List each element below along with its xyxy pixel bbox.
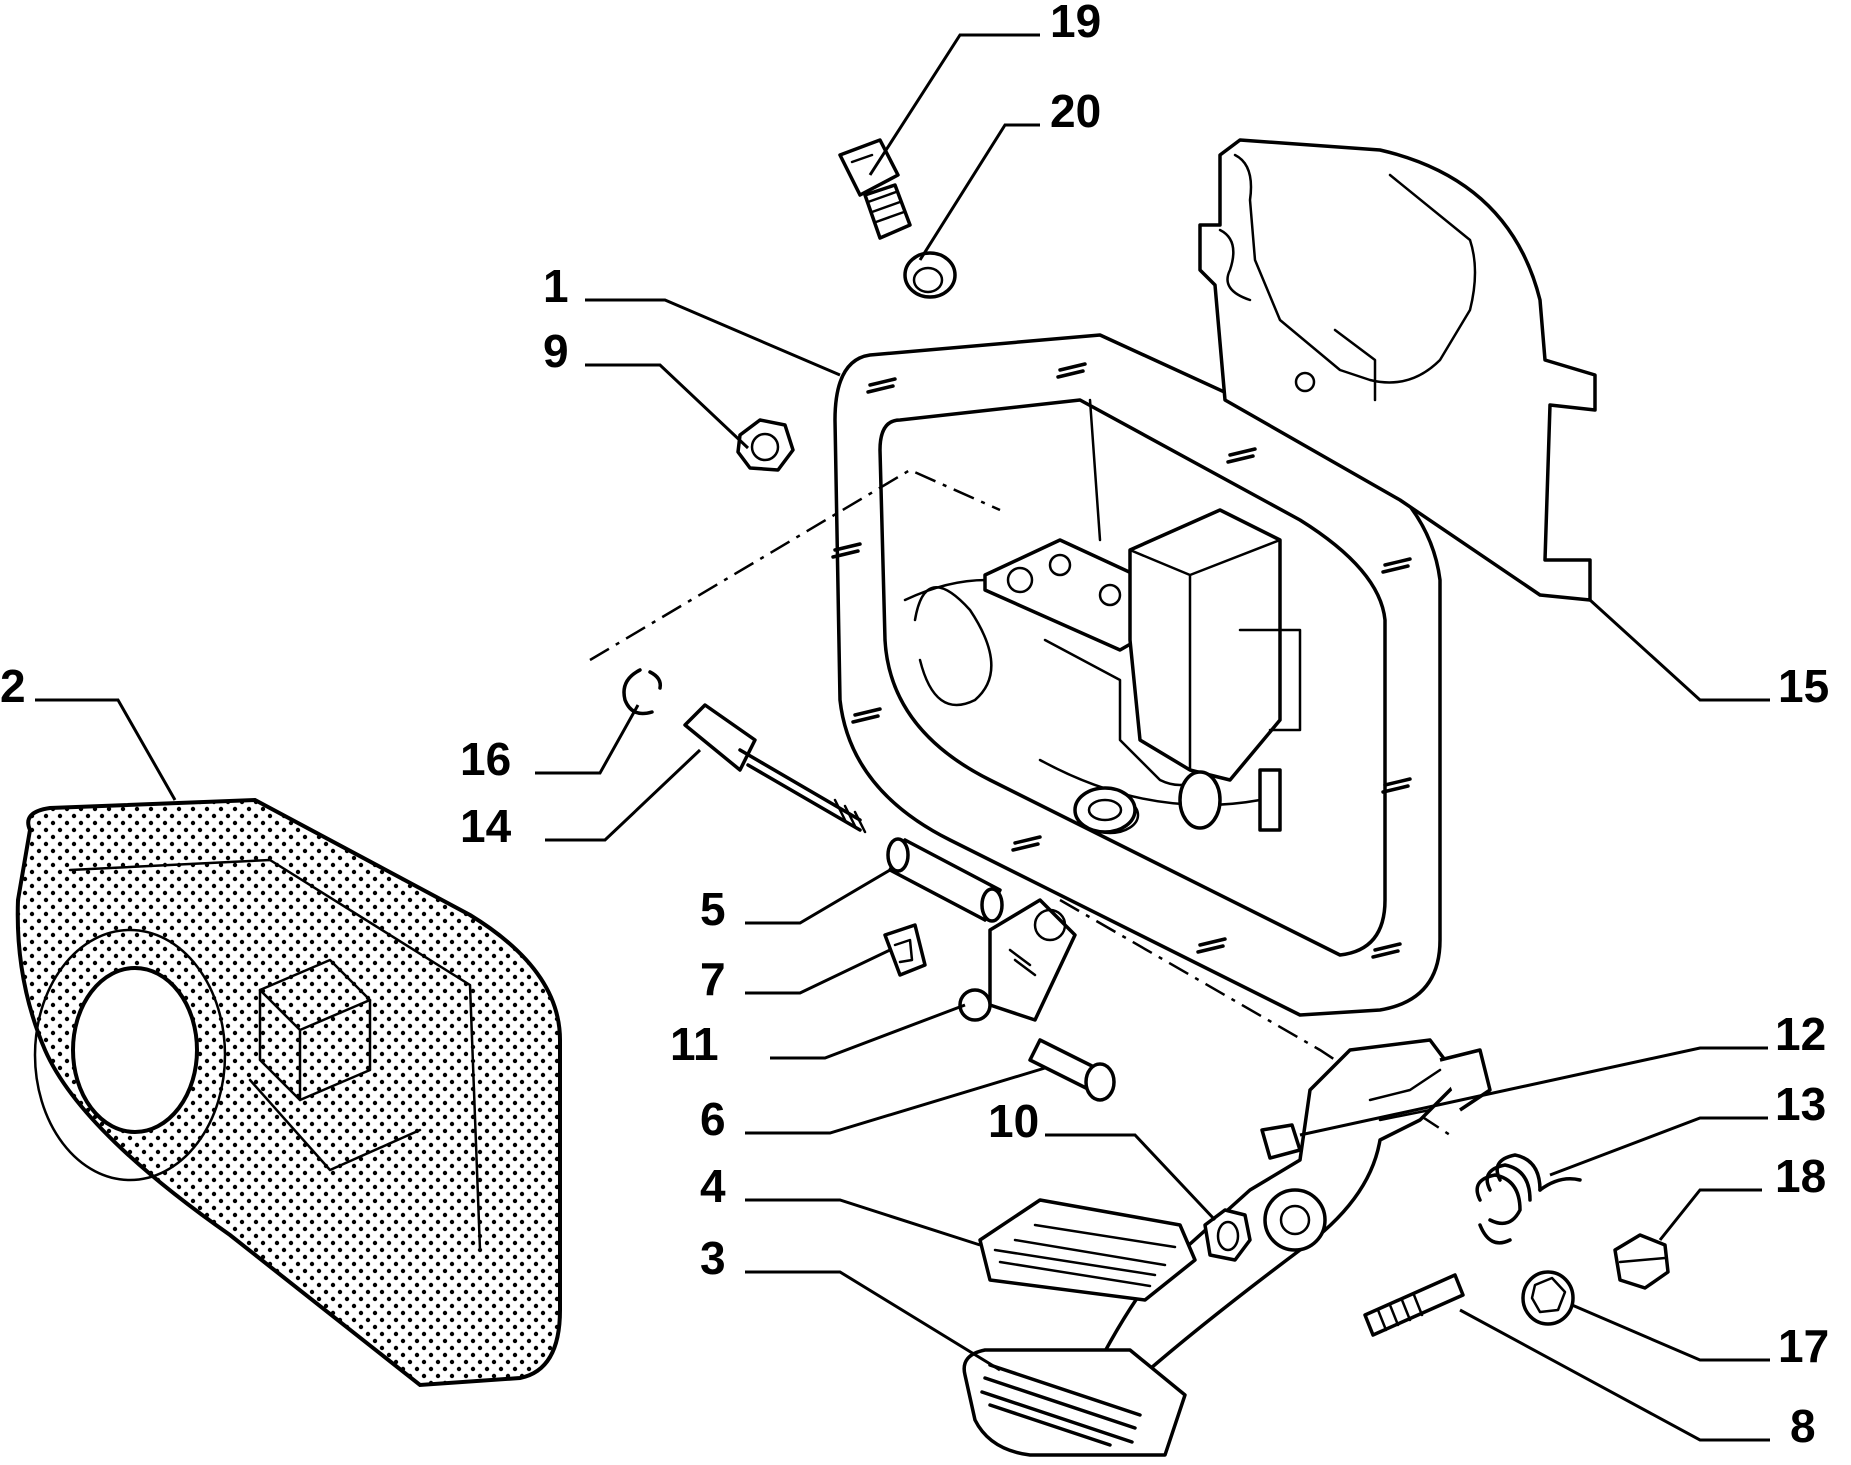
part-3-pedal-pad	[962, 1348, 1187, 1457]
callout-18: 18	[1775, 1150, 1826, 1202]
part-9-flange-nut	[736, 418, 795, 472]
assembly-axis-upper	[589, 468, 1001, 662]
part-5-bushing	[886, 837, 1004, 923]
part-6-pin	[1028, 1038, 1116, 1102]
part-14-pivot-bolt	[683, 703, 867, 834]
callout-16: 16	[460, 733, 511, 785]
callout-2: 2	[0, 660, 26, 712]
part-19-switch	[838, 138, 912, 240]
bracket-studs	[831, 362, 1412, 959]
part-17-flange-nut	[1521, 1270, 1575, 1326]
part-18-lock-nut	[1613, 1233, 1670, 1290]
callout-17: 17	[1778, 1320, 1829, 1372]
callout-12: 12	[1775, 1008, 1826, 1060]
part-15-cover	[1198, 138, 1597, 602]
callout-10: 10	[988, 1095, 1039, 1147]
assembly-axis-lower	[1059, 898, 1451, 1137]
callout-6: 6	[700, 1093, 726, 1145]
part-20-grommet	[903, 251, 957, 299]
callout-9: 9	[543, 325, 569, 377]
callout-11: 11	[670, 1018, 719, 1070]
callout-20: 20	[1050, 85, 1101, 137]
callout-3: 3	[700, 1232, 726, 1284]
part-2-insulation-pad	[15, 797, 562, 1388]
callout-7: 7	[700, 953, 726, 1005]
callout-5: 5	[700, 883, 726, 935]
callout-4: 4	[700, 1160, 726, 1212]
callout-14: 14	[460, 800, 512, 852]
part-12-stop-pad	[1260, 1123, 1302, 1160]
part-11-lever	[958, 898, 1077, 1022]
part-1-pedal-bracket	[831, 333, 1442, 1017]
part-16-circlip	[622, 668, 663, 716]
callout-1: 1	[543, 260, 569, 312]
callout-labels: 19 20 1 9 2 15 16 14 5 7 11 6 12 13 18 1…	[0, 0, 1829, 1452]
callout-8: 8	[1790, 1400, 1816, 1452]
callout-19: 19	[1050, 0, 1101, 47]
part-4-pedal-rubber	[978, 1198, 1197, 1302]
part-13-return-spring	[1475, 1153, 1582, 1245]
part-8-stud	[1363, 1273, 1465, 1337]
callout-15: 15	[1778, 660, 1829, 712]
leader-lines	[35, 33, 1770, 1442]
callout-13: 13	[1775, 1078, 1826, 1130]
part-7-spring-clip	[883, 923, 927, 977]
part-10-nut	[1203, 1208, 1252, 1262]
